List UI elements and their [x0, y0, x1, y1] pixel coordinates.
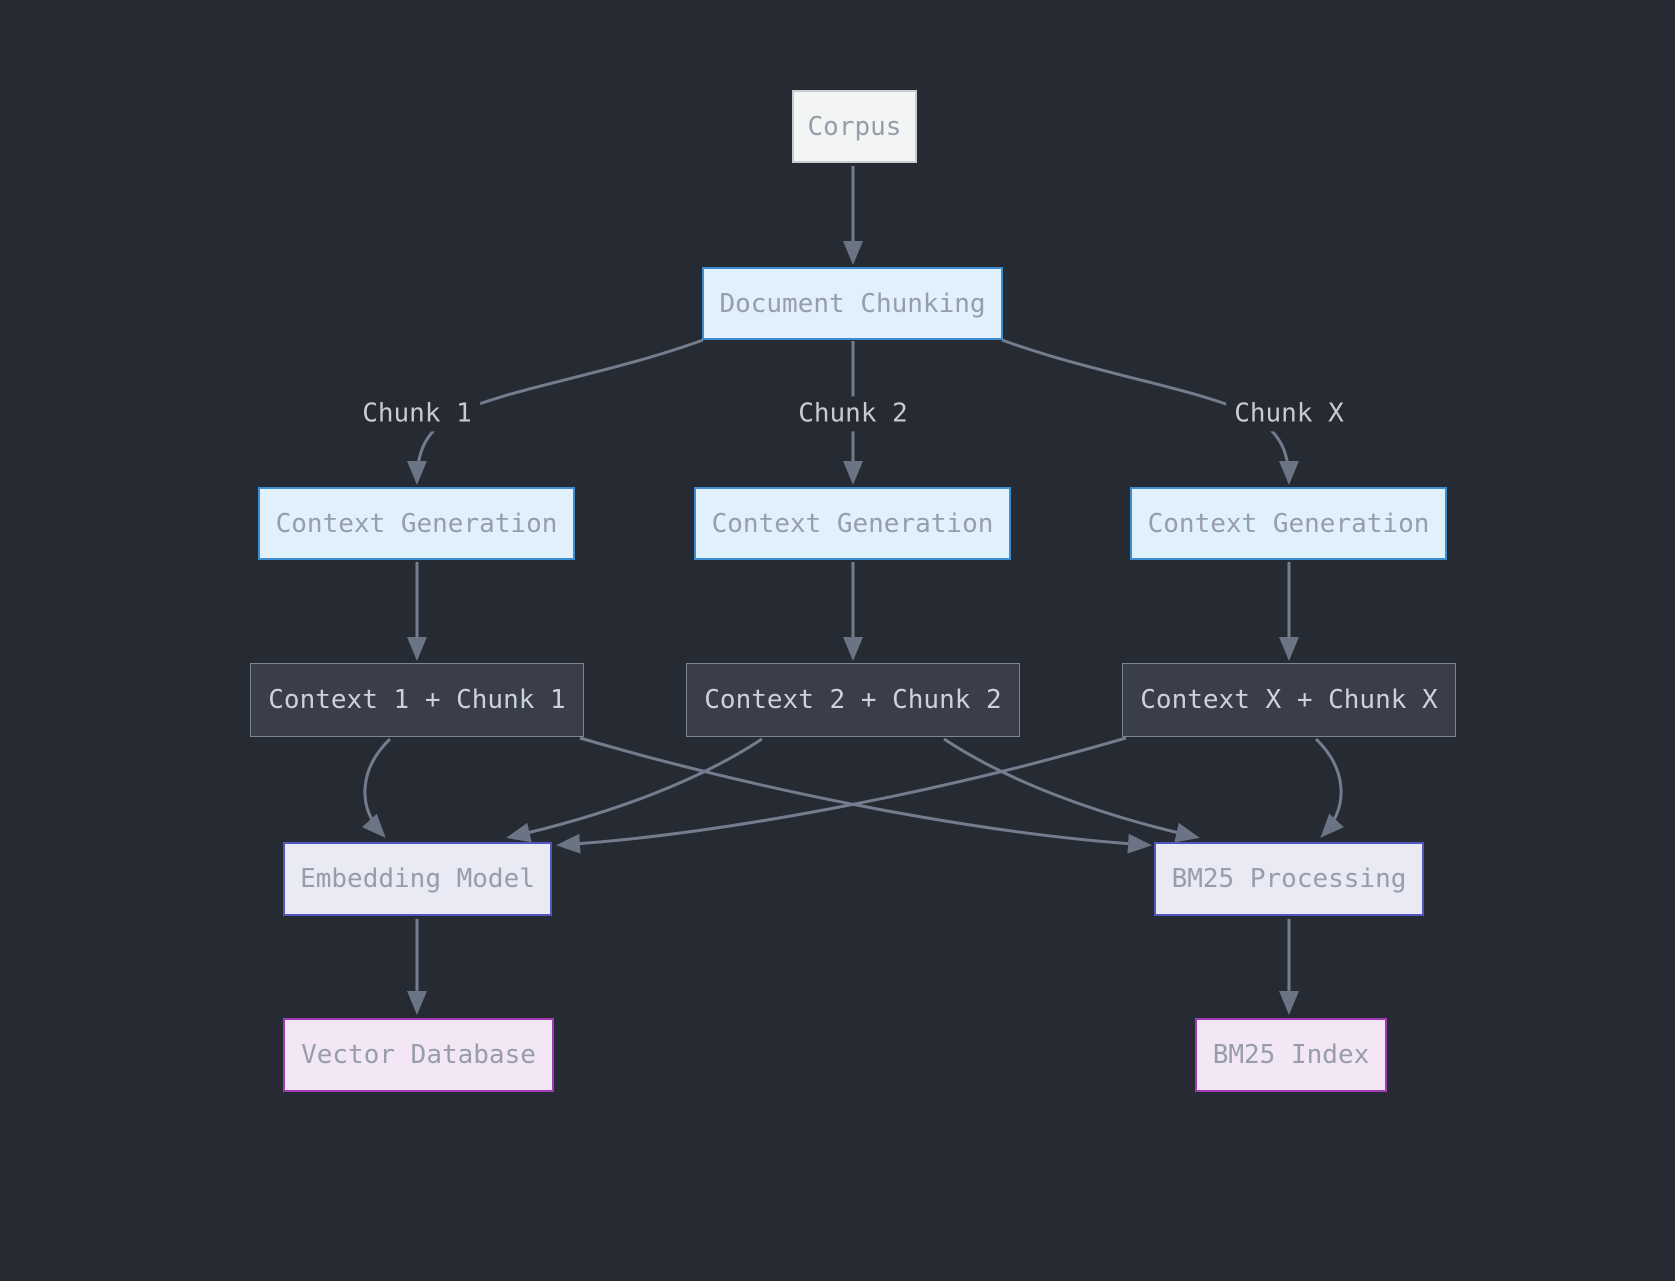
- node-vector-database: Vector Database: [283, 1018, 554, 1092]
- edge-label-chunk-x: Chunk X: [1226, 396, 1352, 432]
- node-document-chunking: Document Chunking: [702, 267, 1003, 340]
- edge-document-chunking-to-context-generation-x: [1001, 338, 1299, 485]
- node-context-generation-x: Context Generation: [1130, 487, 1447, 560]
- node-embedding-model: Embedding Model: [283, 842, 552, 916]
- node-bm25-index: BM25 Index: [1195, 1018, 1387, 1092]
- node-context-generation-2: Context Generation: [694, 487, 1011, 560]
- edge-context-x-chunk-x-to-bm25-processing: [1314, 737, 1344, 838]
- edge-context-2-chunk-2-to-embedding-model: [506, 737, 763, 843]
- node-context-generation-1: Context Generation: [258, 487, 575, 560]
- node-context-x-chunk-x: Context X + Chunk X: [1122, 663, 1456, 737]
- edge-context-1-chunk-1-to-bm25-processing: [579, 736, 1152, 854]
- edge-document-chunking-to-context-generation-1: [407, 338, 704, 485]
- node-bm25-processing: BM25 Processing: [1154, 842, 1424, 916]
- edge-context-x-chunk-x-to-embedding-model: [556, 736, 1127, 854]
- node-context-1-chunk-1: Context 1 + Chunk 1: [250, 663, 584, 737]
- edge-label-chunk-1: Chunk 1: [354, 396, 480, 432]
- edge-context-1-chunk-1-to-embedding-model: [362, 737, 392, 838]
- node-corpus: Corpus: [792, 90, 917, 163]
- node-context-2-chunk-2: Context 2 + Chunk 2: [686, 663, 1020, 737]
- edge-context-2-chunk-2-to-bm25-processing: [943, 737, 1200, 843]
- edge-label-chunk-2: Chunk 2: [790, 396, 916, 432]
